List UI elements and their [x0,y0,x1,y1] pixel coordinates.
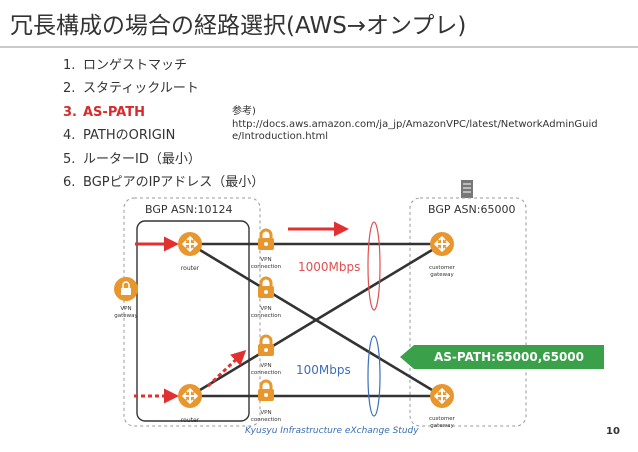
vpn-connection-icon [256,276,276,300]
item-label: スタティックルート [83,81,199,97]
title-divider [0,46,638,48]
link-cross-up [189,242,443,398]
item-number: 1. [63,58,76,73]
vpn-connection-icon [256,228,276,252]
customer-gateway-label-2: gateway [430,272,454,278]
item-number: 4. [63,128,76,144]
list-item: 4. PATHのORIGIN [63,124,264,147]
vpn-connection-icon [256,334,276,358]
reference-url-line2[interactable]: e/Introduction.html [232,131,329,142]
on-premise-server-icon [461,180,473,198]
item-label: ロンゲストマッチ [83,58,188,73]
item-label: BGPピアのIPアドレス（最小） [83,174,265,190]
customer-gateway-icon [429,231,455,257]
vpn-connection-label-2: connection [251,313,282,319]
vpn-connection-icon [256,379,276,403]
bandwidth-100-label: 100Mbps [296,363,351,377]
vpn-connection-label-1: VPN [260,306,271,312]
reference-label: 参考) [232,106,256,117]
vpn-connection-label-1: VPN [260,363,271,369]
slide-title: 冗長構成の場合の経路選択(AWS→オンプレ) [10,13,467,39]
reference-url-line1[interactable]: http://docs.aws.amazon.com/ja_jp/AmazonV… [232,118,598,130]
list-item-highlighted: 3. AS-PATH [63,101,264,124]
list-item: 1. ロンゲストマッチ [63,54,264,77]
page-number: 10 [606,426,620,437]
as-path-badge-pointer [400,345,414,369]
customer-gateway-label-2: gateway [430,423,454,429]
reference-note: 参考) http://docs.aws.amazon.com/ja_jp/Ama… [232,106,612,144]
as-path-badge: AS-PATH:65000,65000 [414,345,604,369]
vpn-gateway-icon [114,277,138,301]
traffic-arrow-diagonal [206,349,247,388]
list-item: 6. BGPピアのIPアドレス（最小） [63,171,264,194]
router-icon [177,231,203,257]
vpn-gateway-label-1: VPN [120,306,131,312]
vpn-connection-label-2: connection [251,370,282,376]
vpn-gateway-label-2: gateway [114,313,138,319]
list-item: 5. ルーターID（最小） [63,148,264,171]
vpn-connection-label-1: VPN [260,257,271,263]
bandwidth-1000-label: 1000Mbps [298,260,360,274]
footer-text: Kyusyu Infrastructure eXchange Study [245,426,419,436]
customer-network-boundary [409,197,527,427]
router-label: router [181,265,200,272]
router-icon [177,383,203,409]
item-number: 3. [63,104,77,120]
vpc-boundary [136,220,250,422]
list-item: 2. スタティックルート [63,77,264,100]
customer-gateway-label-1: customer [429,265,456,271]
right-asn-label: BGP ASN:65000 [428,203,515,216]
vpn-connection-label-1: VPN [260,410,271,416]
item-number: 5. [63,151,76,167]
left-asn-label: BGP ASN:10124 [145,203,232,216]
customer-gateway-icon [429,383,455,409]
item-label: ルーターID（最小） [83,151,201,167]
item-number: 2. [63,81,76,97]
item-number: 6. [63,174,76,190]
item-label: PATHのORIGIN [83,128,176,144]
vpn-connection-label-2: connection [251,417,282,423]
vpn-connection-label-2: connection [251,264,282,270]
customer-gateway-label-1: customer [429,416,456,422]
router-label: router [181,417,200,424]
route-selection-list: 1. ロンゲストマッチ 2. スタティックルート 3. AS-PATH 4. PATHの… [63,54,264,194]
aws-region-boundary [123,197,261,427]
item-label: AS-PATH [83,104,145,120]
bandwidth-ellipse-bottom [367,335,381,417]
bandwidth-ellipse-top [367,221,381,311]
vpn-links [189,242,443,398]
